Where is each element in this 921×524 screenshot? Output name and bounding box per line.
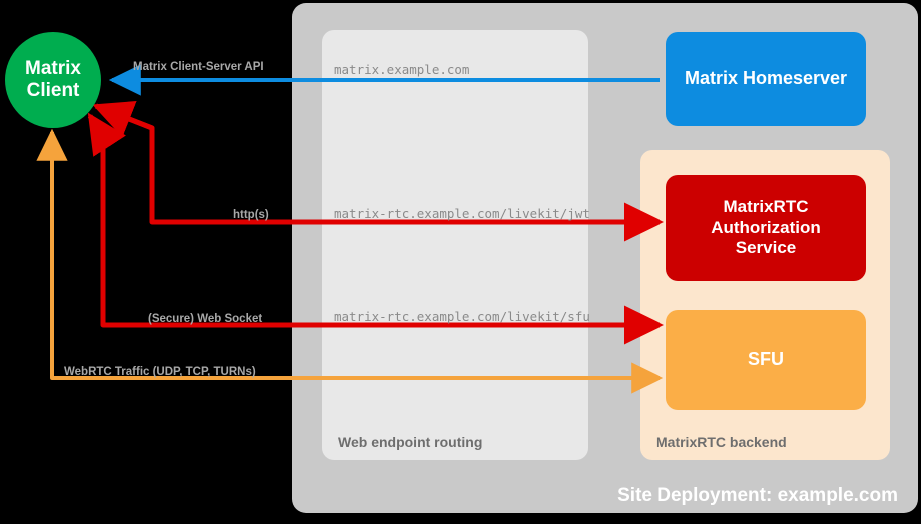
node-matrix-homeserver[interactable]: Matrix Homeserver	[666, 32, 866, 126]
web-endpoint-routing-label: Web endpoint routing	[338, 434, 483, 450]
node-sfu[interactable]: SFU	[666, 310, 866, 410]
web-endpoint-routing-container: Web endpoint routing	[322, 30, 588, 460]
matrix-client-label-line1: Matrix	[25, 58, 81, 80]
sfu-label: SFU	[748, 349, 784, 370]
matrix-homeserver-label: Matrix Homeserver	[684, 68, 848, 89]
endpoint-label-livekit-jwt: matrix-rtc.example.com/livekit/jwt	[334, 206, 590, 221]
matrixrtc-backend-label: MatrixRTC backend	[656, 434, 787, 450]
edge-label-webrtc-traffic: WebRTC Traffic (UDP, TCP, TURNs)	[64, 366, 256, 378]
endpoint-label-matrix: matrix.example.com	[334, 62, 470, 77]
auth-service-label-line1: MatrixRTC	[723, 197, 809, 217]
endpoint-label-livekit-sfu: matrix-rtc.example.com/livekit/sfu	[334, 309, 590, 324]
auth-service-label-line2: Authorization	[711, 217, 821, 237]
edge-label-http-jwt: http(s)	[233, 209, 269, 221]
edge-label-secure-web-socket: (Secure) Web Socket	[148, 313, 263, 325]
node-matrixrtc-authorization-service[interactable]: MatrixRTC Authorization Service	[666, 175, 866, 281]
auth-service-label-line3: Service	[735, 238, 797, 258]
node-matrix-client[interactable]: Matrix Client	[5, 32, 101, 128]
edge-label-matrix-client-server-api: Matrix Client-Server API	[133, 61, 264, 73]
site-deployment-label: Site Deployment: example.com	[617, 485, 898, 506]
matrix-client-label-line2: Client	[26, 80, 80, 101]
